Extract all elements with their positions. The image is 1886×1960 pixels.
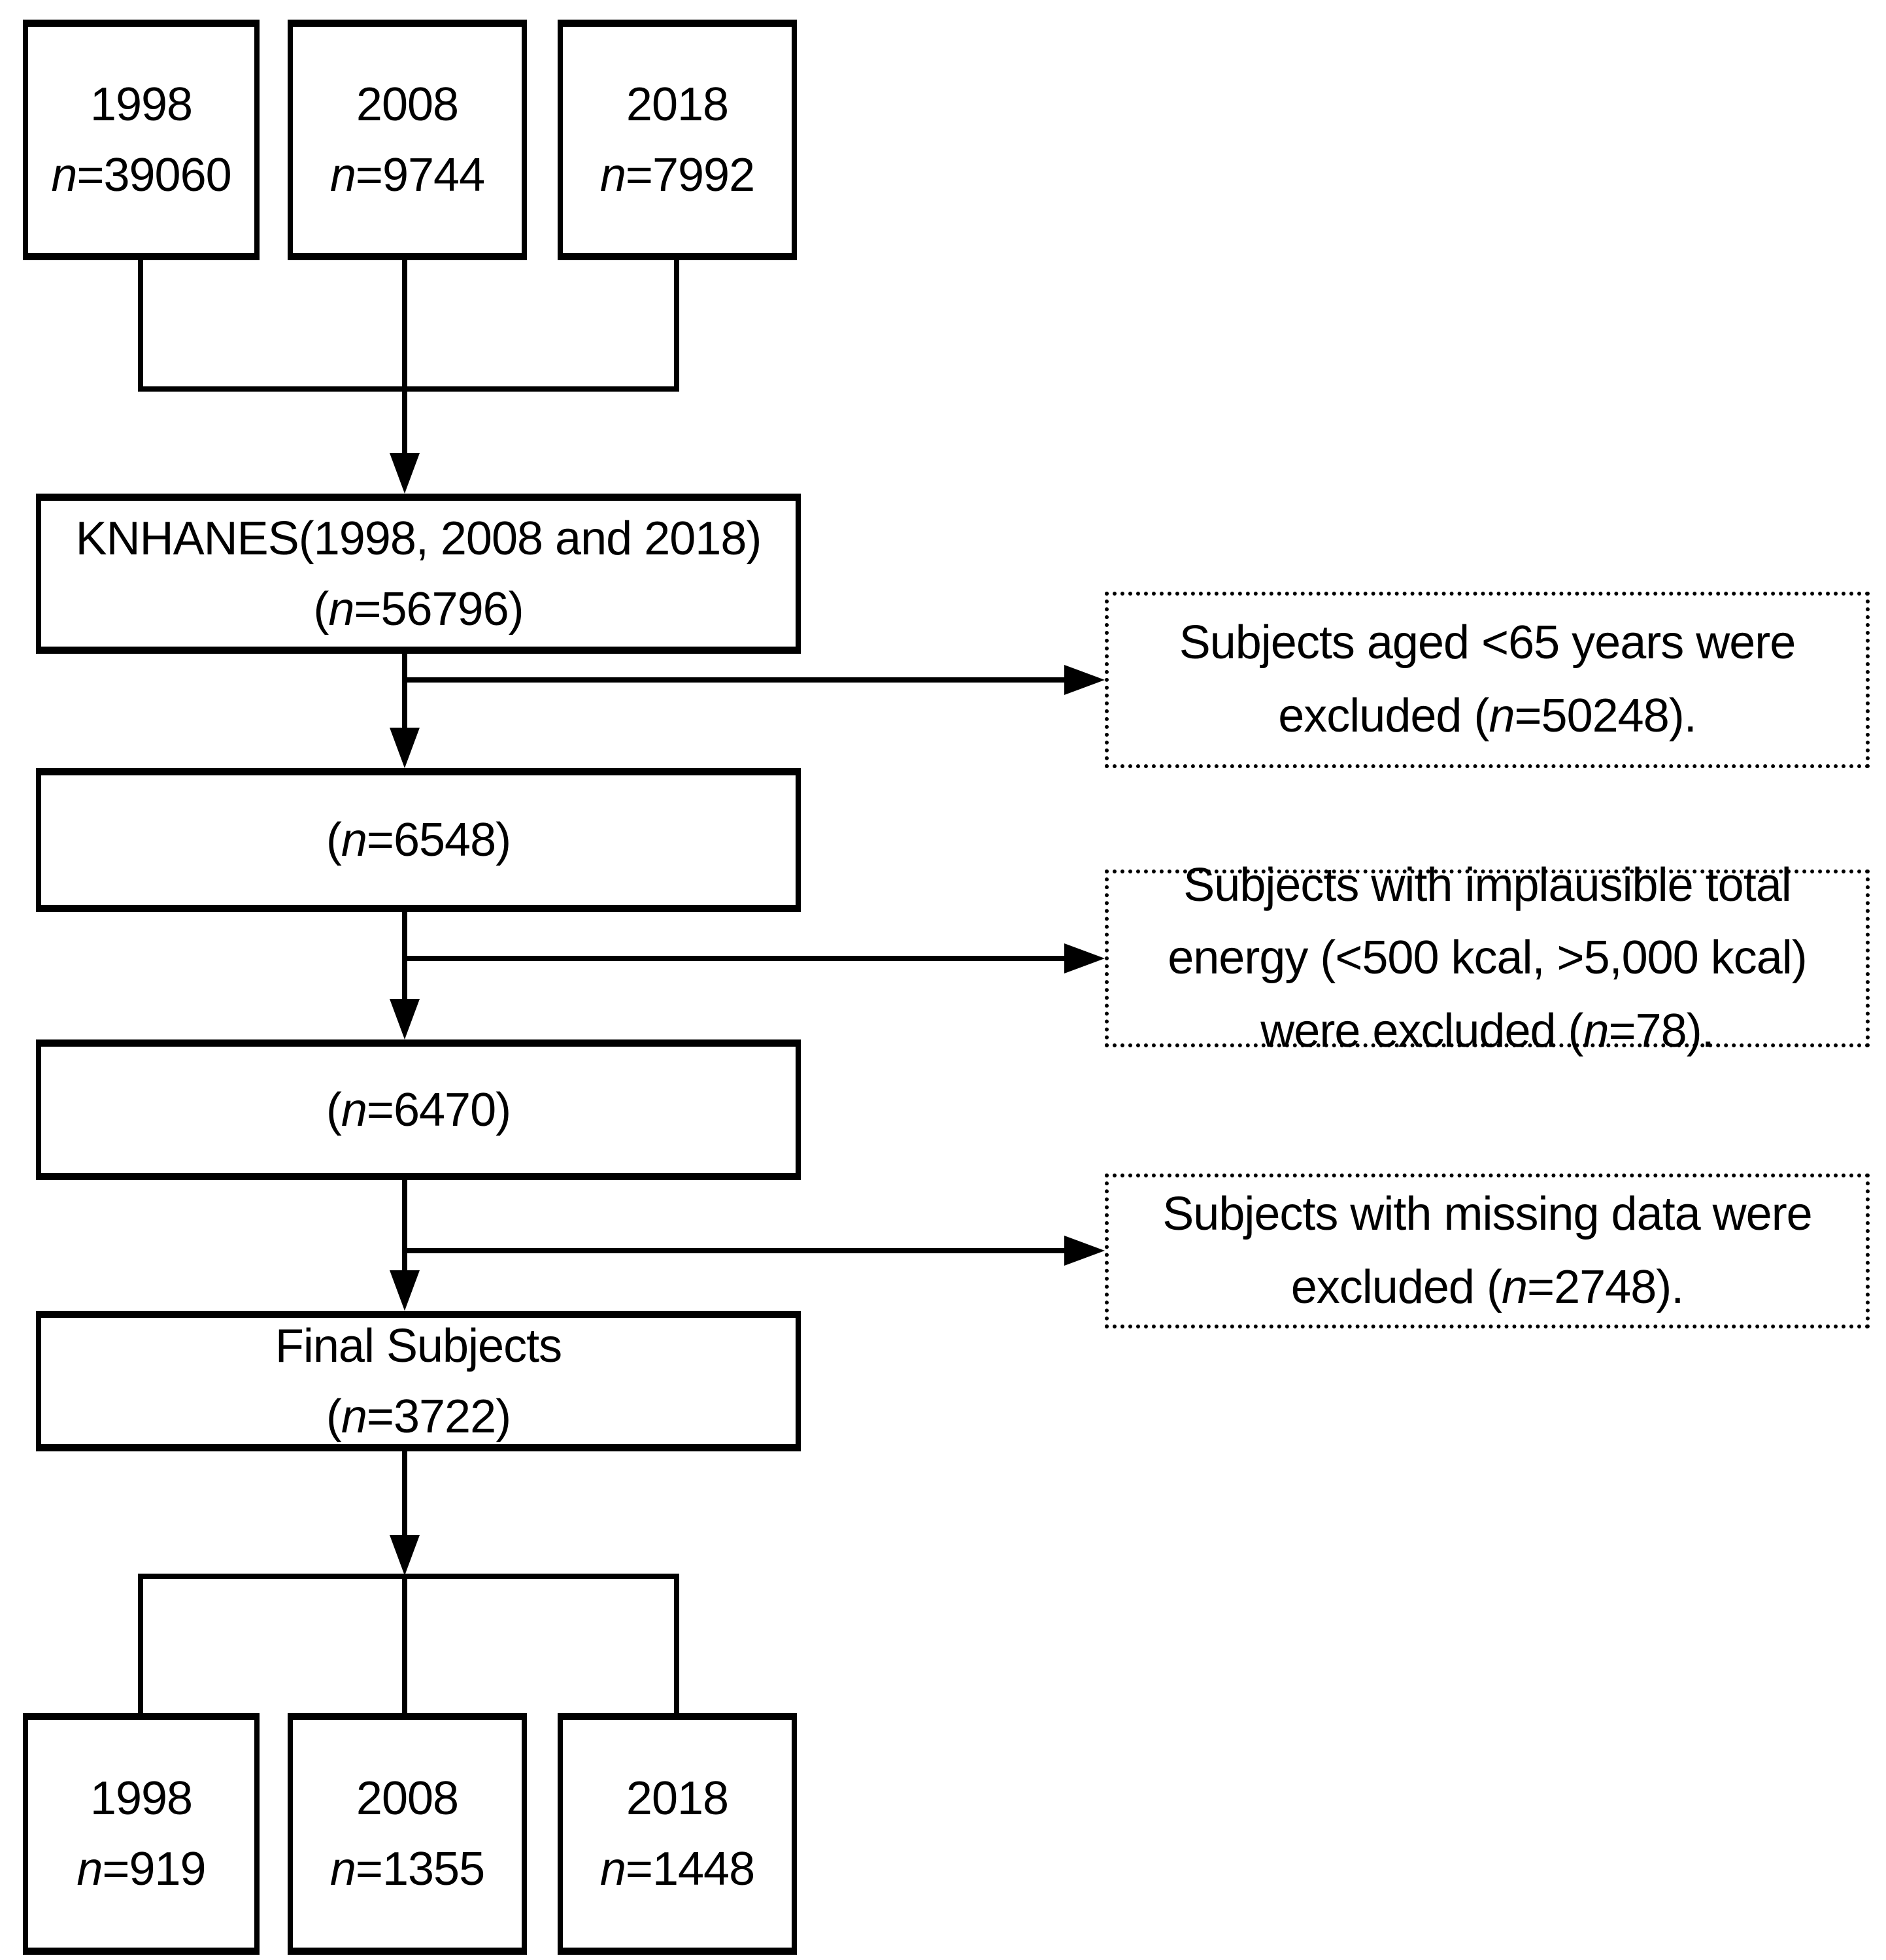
source-box-2018-year: 2018 <box>626 78 729 131</box>
source-box-2018-n: n=7992 <box>599 149 755 201</box>
pooled-box: KNHANES(1998, 2008 and 2018) (n=56796) <box>36 494 801 654</box>
result-box-1998-year: 1998 <box>90 1772 193 1825</box>
connector-spine-b <box>402 912 407 999</box>
result-box-2008-year: 2008 <box>356 1772 459 1825</box>
result-box-2008: 2008 n=1355 <box>288 1713 527 1955</box>
connector-merge-horizontal <box>138 386 679 392</box>
step-box-6548: (n=6548) <box>36 768 801 912</box>
connector-spine-c <box>402 1180 407 1270</box>
source-box-1998-n: n=39060 <box>51 149 231 201</box>
connector-merge-mid-stub <box>402 259 407 454</box>
exclusion-box-age-text: Subjects aged <65 years were excluded (n… <box>1179 617 1796 742</box>
result-box-2018: 2018 n=1448 <box>558 1713 797 1955</box>
source-box-2008-n: n=9744 <box>329 149 485 201</box>
arrowhead-into-split <box>390 1535 420 1576</box>
pooled-box-title: KNHANES(1998, 2008 and 2018) <box>75 512 762 565</box>
connector-spine-a <box>402 654 407 729</box>
source-box-2018: 2018 n=7992 <box>558 20 797 260</box>
arrowhead-into-step-1 <box>390 728 420 768</box>
exclusion-box-age: Subjects aged <65 years were excluded (n… <box>1105 592 1870 768</box>
source-box-1998: 1998 n=39060 <box>23 20 260 260</box>
result-box-2008-n: n=1355 <box>329 1843 485 1895</box>
connector-merge-left-stub <box>138 259 143 392</box>
exclusion-box-missing-data-text: Subjects with missing data were excluded… <box>1162 1187 1812 1313</box>
arrowhead-into-exclusion-2 <box>1064 943 1105 973</box>
connector-branch-exclusion-3 <box>402 1248 1066 1253</box>
exclusion-box-energy: Subjects with implausible total energy (… <box>1105 859 1870 1057</box>
connector-spine-d <box>402 1451 407 1535</box>
source-box-2008: 2008 n=9744 <box>288 20 527 260</box>
connector-merge-right-stub <box>674 259 679 392</box>
connector-split-horizontal <box>138 1574 679 1579</box>
result-box-1998-n: n=919 <box>76 1843 206 1895</box>
final-box-title: Final Subjects <box>275 1319 562 1372</box>
arrowhead-into-final-box <box>390 1270 420 1311</box>
step-box-6548-n: (n=6548) <box>326 814 511 866</box>
connector-branch-exclusion-2 <box>402 956 1066 961</box>
arrowhead-into-step-2 <box>390 999 420 1039</box>
result-box-2018-year: 2018 <box>626 1772 729 1825</box>
connector-split-mid-stub <box>402 1579 407 1714</box>
source-box-1998-year: 1998 <box>90 78 193 131</box>
exclusion-box-energy-text: Subjects with implausible total energy (… <box>1168 858 1808 1057</box>
arrowhead-into-exclusion-3 <box>1064 1236 1105 1266</box>
exclusion-box-missing-data: Subjects with missing data were excluded… <box>1105 1174 1870 1328</box>
pooled-box-n: (n=56796) <box>313 583 524 635</box>
step-box-6470-n: (n=6470) <box>326 1083 511 1136</box>
final-box-n: (n=3722) <box>326 1390 511 1443</box>
connector-branch-exclusion-1 <box>402 677 1066 683</box>
connector-split-left-stub <box>138 1576 143 1714</box>
arrowhead-into-pooled-box <box>390 453 420 494</box>
final-box: Final Subjects (n=3722) <box>36 1311 801 1451</box>
result-box-1998: 1998 n=919 <box>23 1713 260 1955</box>
connector-split-right-stub <box>674 1576 679 1714</box>
source-box-2008-year: 2008 <box>356 78 459 131</box>
step-box-6470: (n=6470) <box>36 1039 801 1180</box>
result-box-2018-n: n=1448 <box>599 1843 755 1895</box>
arrowhead-into-exclusion-1 <box>1064 665 1105 695</box>
